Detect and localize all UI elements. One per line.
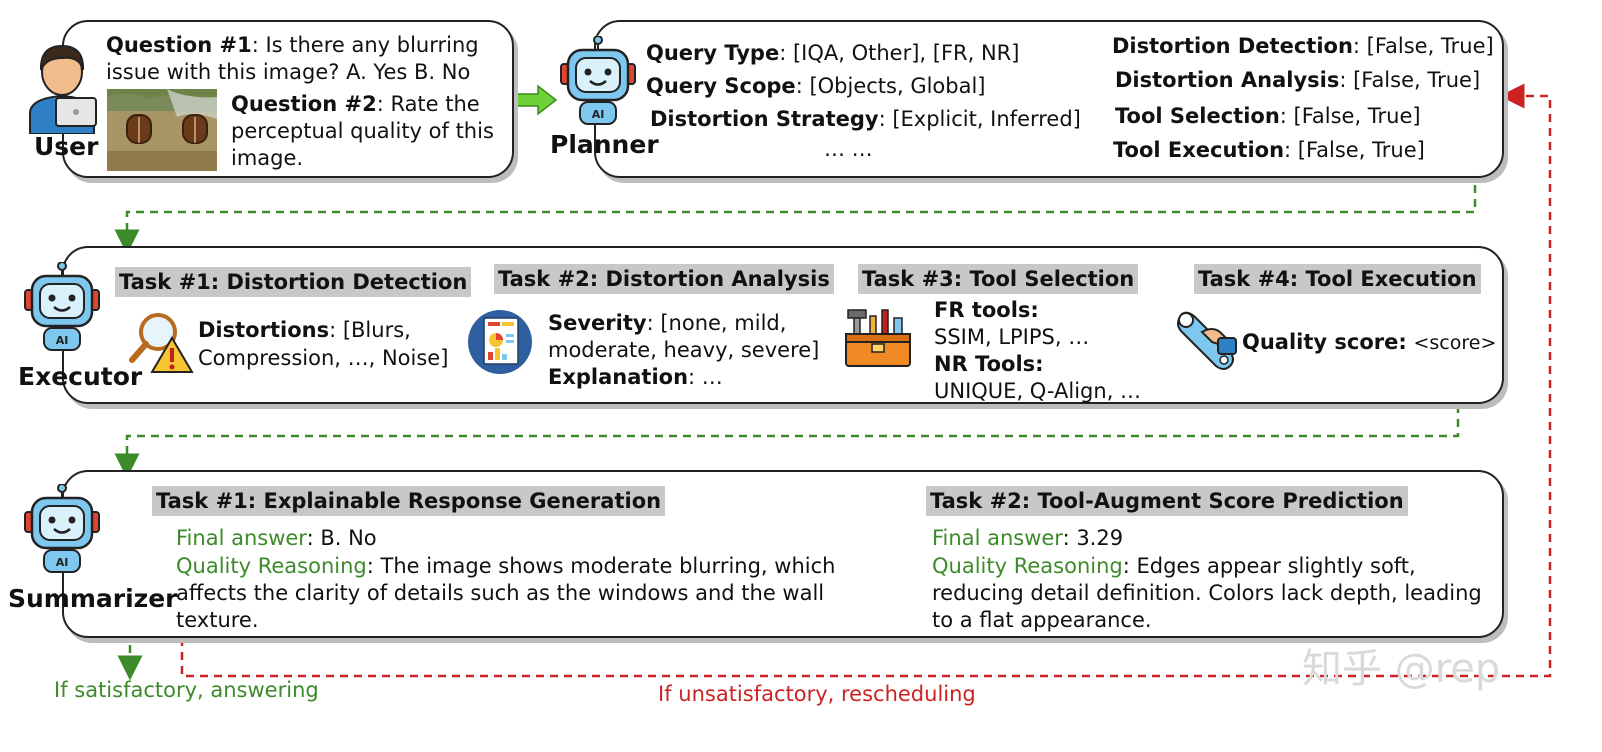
- reasoning-line-3: texture.: [176, 608, 259, 632]
- svg-text:AI: AI: [592, 108, 605, 121]
- nr-tools-label-text: NR Tools:: [934, 352, 1044, 376]
- reasoning-2-line-1: : Edges appear slightly soft,: [1122, 554, 1416, 578]
- executor-task-1-header: Task #1: Distortion Detection: [115, 267, 472, 297]
- severity-value-1: : [none, mild,: [646, 311, 787, 335]
- executor-task-3-header: Task #3: Tool Selection: [858, 264, 1139, 294]
- user-question-1: Question #1: Is there any blurring: [106, 32, 479, 59]
- question-1-label: Question #1: [106, 33, 252, 57]
- distortions-value-1: : [Blurs,: [329, 318, 411, 342]
- summarizer-task-1-header: Task #1: Explainable Response Generation: [152, 486, 666, 516]
- wrench-hand-icon: [1177, 311, 1237, 370]
- tool-selection-row: Tool Selection: [False, True]: [1115, 103, 1421, 130]
- summarizer-role-label: Summarizer: [8, 584, 178, 613]
- user-question-2: Question #2: Rate the: [231, 91, 480, 118]
- planner-role-label: Planner: [550, 130, 659, 159]
- unsatisfactory-note: If unsatisfactory, rescheduling: [658, 682, 976, 706]
- user-role-label: User: [34, 132, 99, 161]
- distortion-detection-row: Distortion Detection: [False, True]: [1112, 33, 1494, 60]
- severity-value-2: moderate, heavy, severe]: [548, 338, 820, 362]
- reschedule-arrow: [180, 83, 1552, 678]
- executor-task-2-header: Task #2: Distortion Analysis: [494, 264, 834, 294]
- magnifier-warning-icon: [129, 313, 194, 373]
- final-answer-row: Final answer: B. No: [176, 525, 377, 552]
- explanation-label: Explanation: [548, 365, 689, 389]
- quality-score-row: Quality score: <score>: [1242, 329, 1496, 357]
- executor-role-label: Executor: [18, 362, 143, 391]
- final-answer-label: Final answer: [176, 526, 307, 550]
- explanation-value: : …: [688, 365, 723, 389]
- severity-label: Severity: [548, 311, 647, 335]
- fr-tools-label: FR tools:: [934, 297, 1039, 324]
- input-image-thumbnail: [107, 89, 217, 171]
- question-1-line-1: : Is there any blurring: [251, 33, 479, 57]
- nr-tools-value: UNIQUE, Q-Align, …: [934, 379, 1142, 403]
- distortions-row: Distortions: [Blurs,: [198, 317, 411, 344]
- executor-task-4-header: Task #4: Tool Execution: [1194, 264, 1481, 294]
- reasoning-line-2: affects the clarity of details such as t…: [176, 581, 825, 605]
- distortion-detection-value: : [False, True]: [1352, 34, 1494, 58]
- explanation-row: Explanation: …: [548, 364, 723, 391]
- question-2-label: Question #2: [231, 92, 377, 116]
- reasoning-2-row: Quality Reasoning: Edges appear slightly…: [932, 553, 1416, 580]
- watermark: 知乎 @rep: [1302, 646, 1501, 692]
- tool-selection-value: : [False, True]: [1279, 104, 1421, 128]
- tool-execution-label: Tool Execution: [1113, 138, 1285, 162]
- final-answer-2-value: : 3.29: [1062, 526, 1124, 550]
- distortion-strategy-label: Distortion Strategy: [650, 107, 879, 131]
- distortions-value-2: Compression, …, Noise]: [198, 346, 449, 370]
- reasoning-label: Quality Reasoning: [176, 554, 367, 578]
- fr-tools-value: SSIM, LPIPS, …: [934, 325, 1090, 349]
- distortions-label: Distortions: [198, 318, 330, 342]
- severity-row: Severity: [none, mild,: [548, 310, 786, 337]
- quality-score-label: Quality score:: [1242, 330, 1407, 354]
- reasoning-2-line-2: reducing detail definition. Colors lack …: [932, 581, 1482, 605]
- distortion-analysis-value: : [False, True]: [1339, 68, 1481, 92]
- final-answer-2-label: Final answer: [932, 526, 1063, 550]
- nr-tools-label: NR Tools:: [934, 351, 1044, 378]
- distortion-analysis-label: Distortion Analysis: [1115, 68, 1340, 92]
- distortion-analysis-row: Distortion Analysis: [False, True]: [1115, 67, 1480, 94]
- reasoning-row: Quality Reasoning: The image shows moder…: [176, 553, 835, 580]
- planner-to-executor-arrow: [114, 185, 1477, 255]
- question-2-line-1: : Rate the: [376, 92, 480, 116]
- satisfactory-note: If satisfactory, answering: [54, 678, 319, 702]
- query-scope-row: Query Scope: [Objects, Global]: [646, 73, 986, 100]
- svg-text:AI: AI: [56, 556, 69, 569]
- reasoning-2-line-3: to a flat appearance.: [932, 608, 1152, 632]
- reasoning-2-label: Quality Reasoning: [932, 554, 1123, 578]
- svg-text:AI: AI: [56, 334, 69, 347]
- user-question-2-line-2: perceptual quality of this: [231, 119, 494, 143]
- summarizer-task-2-header: Task #2: Tool-Augment Score Prediction: [926, 486, 1408, 516]
- planner-robot-icon: AI: [560, 36, 636, 125]
- query-type-row: Query Type: [IQA, Other], [FR, NR]: [646, 40, 1019, 67]
- final-answer-2-row: Final answer: 3.29: [932, 525, 1123, 552]
- executor-robot-icon: AI: [24, 262, 100, 351]
- fr-tools-label-text: FR tools:: [934, 298, 1039, 322]
- distortion-detection-label: Distortion Detection: [1112, 34, 1353, 58]
- planner-panel: [594, 20, 1504, 178]
- tool-execution-row: Tool Execution: [False, True]: [1113, 137, 1425, 164]
- reasoning-line-1: : The image shows moderate blurring, whi…: [366, 554, 836, 578]
- user-to-planner-arrow: [515, 84, 558, 116]
- distortion-strategy-value: : [Explicit, Inferred]: [878, 107, 1081, 131]
- planner-ellipsis: … …: [824, 137, 873, 161]
- toolbox-icon: [845, 309, 911, 367]
- quality-score-value: <score>: [1413, 332, 1497, 354]
- user-question-2-line-3: image.: [231, 146, 304, 170]
- final-answer-value: : B. No: [306, 526, 377, 550]
- query-scope-label: Query Scope: [646, 74, 796, 98]
- tool-selection-label: Tool Selection: [1115, 104, 1280, 128]
- query-type-label: Query Type: [646, 41, 780, 65]
- user-question-1-line-2: issue with this image? A. Yes B. No: [106, 60, 471, 84]
- query-type-value: : [IQA, Other], [FR, NR]: [779, 41, 1020, 65]
- summarizer-robot-icon: AI: [24, 484, 100, 573]
- executor-to-summarizer-arrow: [114, 405, 1460, 479]
- distortion-strategy-row: Distortion Strategy: [Explicit, Inferred…: [650, 106, 1081, 133]
- analysis-report-icon: [468, 310, 532, 374]
- query-scope-value: : [Objects, Global]: [795, 74, 986, 98]
- user-avatar-icon: [29, 44, 97, 134]
- tool-execution-value: : [False, True]: [1284, 138, 1425, 162]
